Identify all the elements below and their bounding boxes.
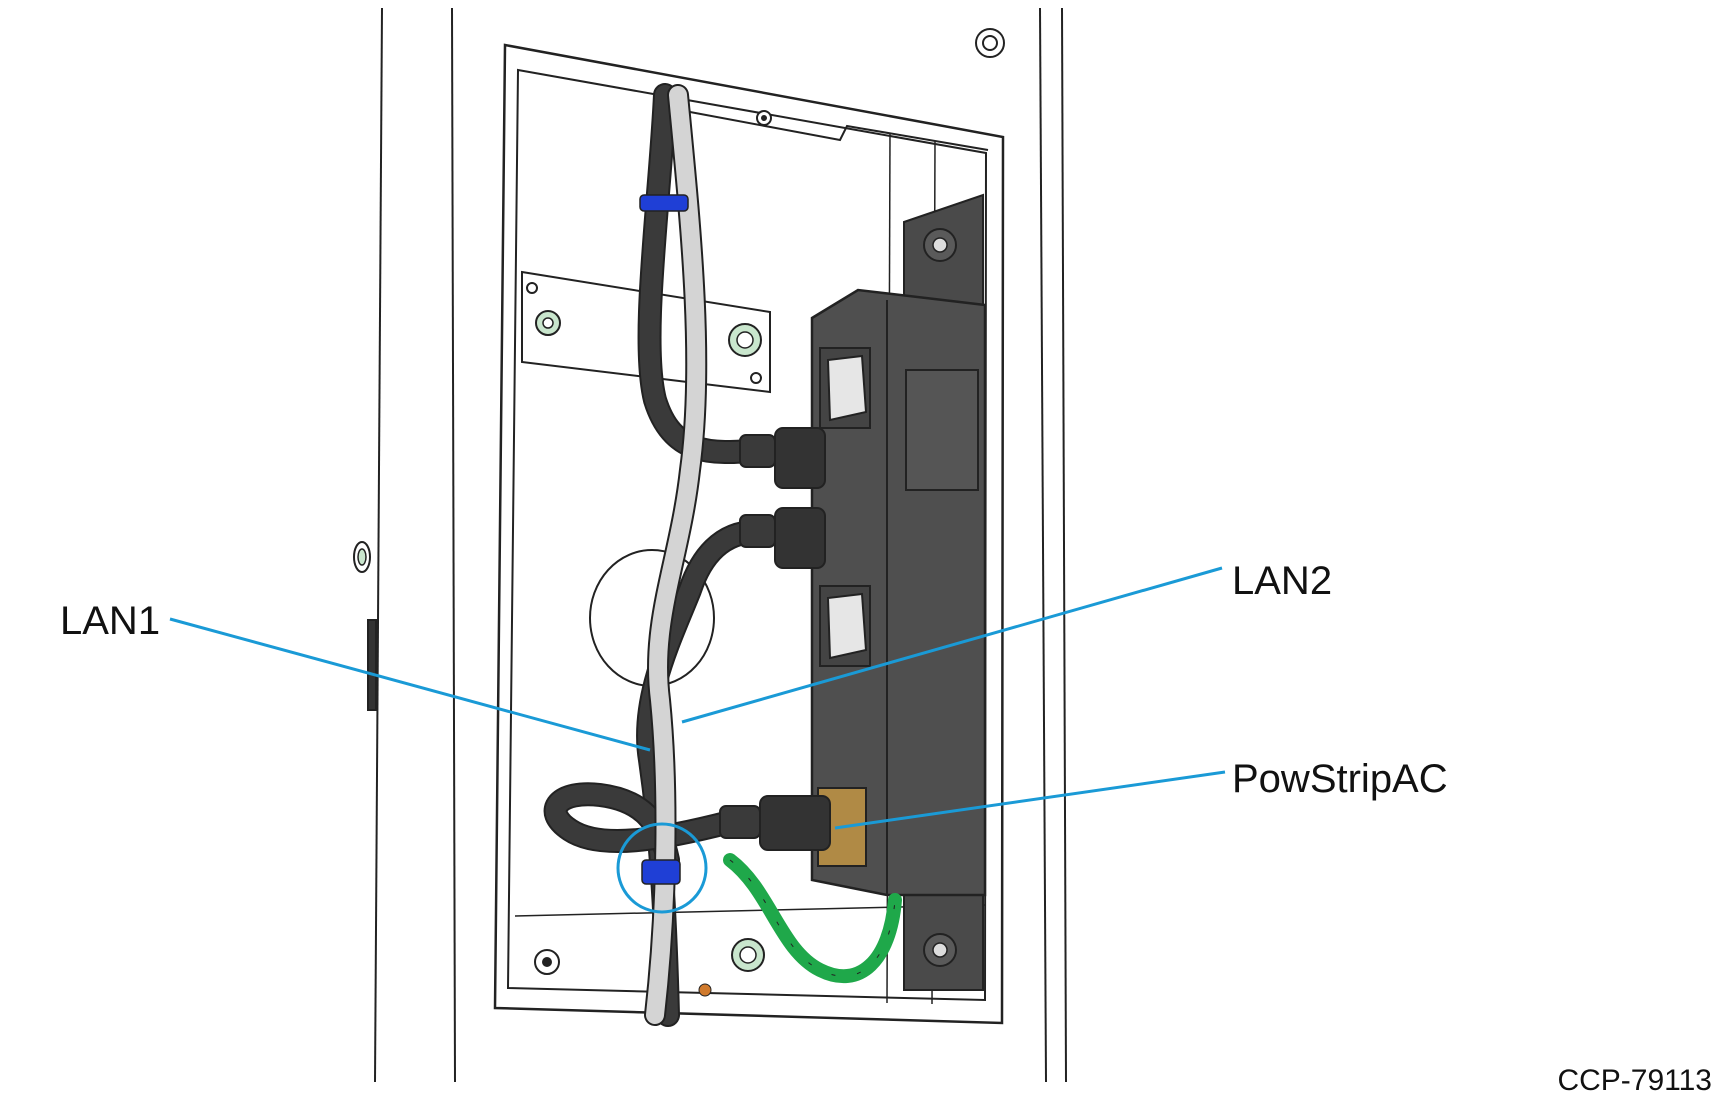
- ac-outlet-icon: [819, 585, 871, 667]
- cable-tie-icon: [641, 859, 681, 885]
- hex-nut-icon: [534, 949, 560, 975]
- hex-nut-icon: [728, 323, 762, 357]
- hex-nut-icon: [353, 541, 371, 573]
- hex-nut-icon: [975, 28, 1005, 58]
- iec-plug-icon: [739, 507, 826, 569]
- hex-nut-icon: [731, 938, 765, 972]
- iec-plug-icon: [739, 427, 826, 489]
- lan2-leader-line: [681, 566, 1223, 724]
- cable-tie-callout-circle: [616, 822, 708, 914]
- indicator-dot: [698, 983, 712, 997]
- lan1-leader-line: [169, 617, 651, 752]
- power-strip-label-plate: [905, 369, 979, 491]
- powstripac-leader-line: [834, 770, 1226, 830]
- lan1-label: LAN1: [60, 599, 160, 643]
- kiosk-column: [367, 7, 1067, 1083]
- powstripac-label: PowStripAC: [1232, 757, 1448, 801]
- cable-tie-icon: [639, 194, 689, 212]
- ac-outlet-icon: [819, 347, 871, 429]
- lan2-label: LAN2: [1232, 559, 1332, 603]
- iec-plug-icon: [719, 795, 831, 851]
- figure-id: CCP-79113: [1557, 1064, 1712, 1097]
- ground-wire: [723, 853, 902, 984]
- hex-nut-icon: [535, 310, 561, 336]
